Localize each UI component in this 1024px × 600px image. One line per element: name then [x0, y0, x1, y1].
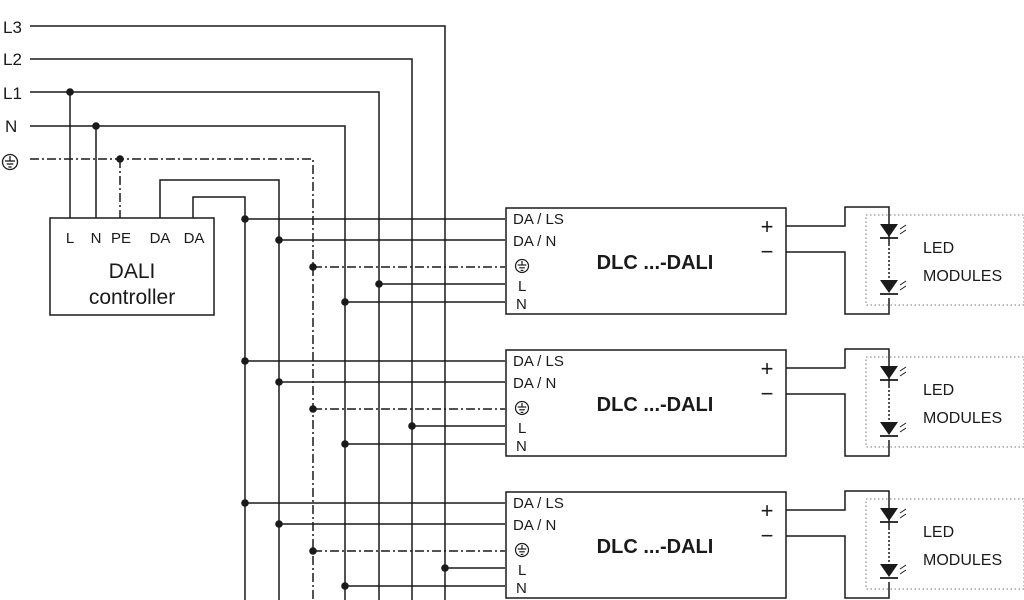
- driver-input-l: L: [518, 420, 526, 437]
- driver-unit-3: DA / LS DA / N L N DLC ...-DALI + −: [241, 490, 1024, 599]
- protective-earth-icon: [1, 153, 19, 171]
- controller-terminal-da2: DA: [184, 230, 205, 247]
- led-diode-icon: [880, 564, 907, 579]
- output-plus-label: +: [761, 356, 774, 381]
- driver-input-da-n: DA / N: [513, 517, 556, 534]
- output-minus-label: −: [761, 381, 774, 406]
- led-module-label-line1: LED: [923, 240, 954, 257]
- controller-terminal-l: L: [66, 230, 74, 247]
- driver-input-da-n: DA / N: [513, 375, 556, 392]
- controller-terminal-da1: DA: [150, 230, 171, 247]
- line-label-l1: L1: [3, 84, 22, 103]
- driver-title: DLC ...-DALI: [597, 394, 714, 416]
- output-plus-label: +: [761, 498, 774, 523]
- output-wire-plus: [786, 206, 890, 244]
- driver-input-da-ls: DA / LS: [513, 495, 564, 512]
- driver-input-n: N: [516, 296, 527, 313]
- line-label-n: N: [5, 117, 17, 136]
- wire-l1: [30, 91, 380, 600]
- led-diode-icon: [880, 280, 907, 295]
- driver-unit-1: DA / LS DA / N L N DLC ...-DALI + −: [241, 206, 1024, 315]
- led-module-label-line1: LED: [923, 524, 954, 541]
- driver-title: DLC ...-DALI: [597, 252, 714, 274]
- led-diode-icon: [880, 224, 907, 239]
- output-minus-label: −: [761, 239, 774, 264]
- driver-input-n: N: [516, 580, 527, 597]
- output-plus-label: +: [761, 214, 774, 239]
- output-wire-plus: [786, 348, 890, 386]
- line-label-l3: L3: [3, 18, 22, 37]
- led-module-label-line2: MODULES: [923, 410, 1002, 427]
- output-wire-minus: [786, 535, 890, 599]
- controller-wiring: [66, 88, 280, 600]
- protective-earth-icon: [514, 258, 530, 274]
- wire-l2: [30, 58, 413, 600]
- driver-input-n: N: [516, 438, 527, 455]
- driver-input-da-ls: DA / LS: [513, 353, 564, 370]
- led-module-label-line2: MODULES: [923, 268, 1002, 285]
- controller-name-line2: controller: [89, 286, 175, 309]
- driver-unit-2: DA / LS DA / N L N DLC ...-DALI + −: [241, 348, 1024, 457]
- led-module-label-line1: LED: [923, 382, 954, 399]
- wire-n: [30, 125, 346, 600]
- protective-earth-icon: [514, 400, 530, 416]
- line-label-l2: L2: [3, 50, 22, 69]
- output-minus-label: −: [761, 523, 774, 548]
- controller-name-line1: DALI: [109, 260, 156, 283]
- led-module-label-line2: MODULES: [923, 552, 1002, 569]
- output-wire-plus: [786, 490, 890, 528]
- driver-title: DLC ...-DALI: [597, 536, 714, 558]
- dali-controller: L N PE DA DA DALI controller: [49, 217, 215, 316]
- driver-input-da-n: DA / N: [513, 233, 556, 250]
- output-wire-minus: [786, 251, 890, 315]
- controller-terminal-pe: PE: [111, 230, 131, 247]
- led-diode-icon: [880, 422, 907, 437]
- controller-terminal-n: N: [91, 230, 102, 247]
- driver-input-l: L: [518, 562, 526, 579]
- led-diode-icon: [880, 366, 907, 381]
- led-diode-icon: [880, 508, 907, 523]
- driver-input-l: L: [518, 278, 526, 295]
- output-wire-minus: [786, 393, 890, 457]
- driver-input-da-ls: DA / LS: [513, 211, 564, 228]
- protective-earth-icon: [514, 542, 530, 558]
